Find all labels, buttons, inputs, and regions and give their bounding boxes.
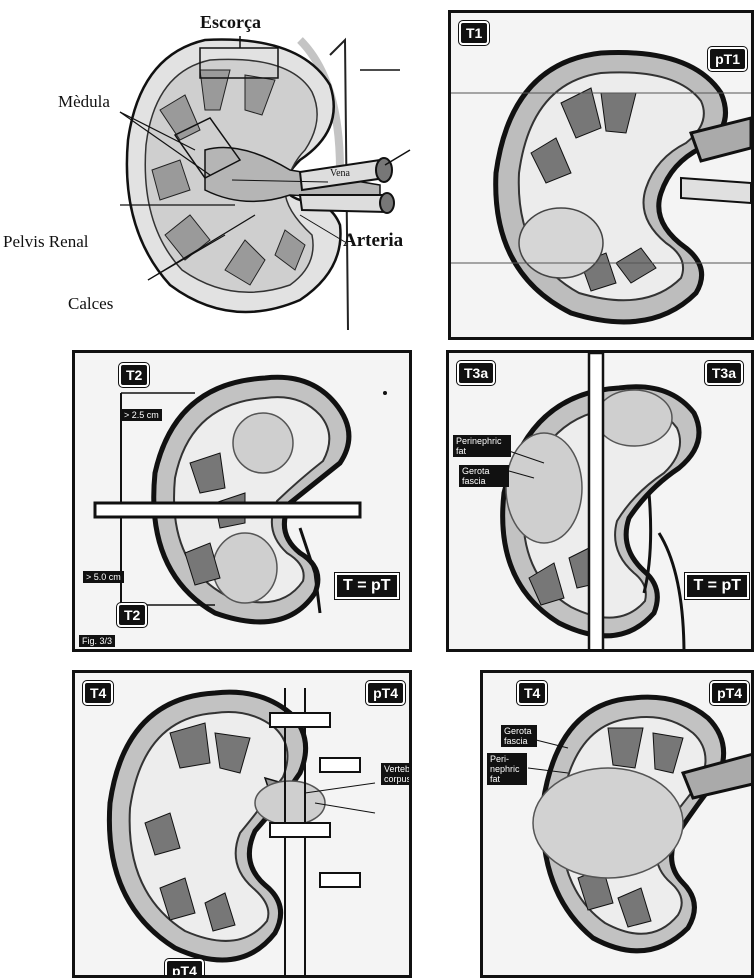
- label-medula: Mèdula: [58, 92, 110, 112]
- label-gerota-fascia: Gerota fascia: [459, 465, 509, 487]
- label-pelvis-renal: Pelvis Renal: [3, 232, 88, 252]
- label-size-upper: > 2.5 cm: [121, 409, 162, 421]
- tag-t1: T1: [459, 21, 489, 45]
- panel-t4-gerota: T4 pT4 Gerota fascia Peri- nephric fat: [480, 670, 754, 978]
- tag-t3a-right: T3a: [705, 361, 743, 385]
- label-vertebral-corpus: Vertebral corpus: [381, 763, 412, 785]
- tag-pt1: pT1: [708, 47, 747, 71]
- kidney-t4-gerota-drawing: [483, 673, 754, 978]
- panel-t3a: T3a T3a Perinephric fat Gerota fascia T …: [446, 350, 754, 652]
- kidney-t4-vertebral-drawing: [75, 673, 412, 978]
- label-figure: Fig. 3/3: [79, 635, 115, 647]
- label-size-lower: > 5.0 cm: [83, 571, 124, 583]
- kidney-t3a-drawing: [449, 353, 754, 652]
- panel-t2: T2 > 2.5 cm > 5.0 cm T = pT T2 Fig. 3/3: [72, 350, 412, 652]
- panel-t1: T1 pT1: [448, 10, 754, 340]
- kidney-anatomy-drawing: [0, 0, 430, 335]
- tag-pt4-bottom: pT4: [165, 959, 204, 978]
- tag-pt4-right: pT4: [710, 681, 749, 705]
- tag-pt4-right: pT4: [366, 681, 405, 705]
- tag-t4-left: T4: [83, 681, 113, 705]
- label-perinephric-fat: Perinephric fat: [453, 435, 511, 457]
- label-perinephric-fat: Peri- nephric fat: [487, 753, 527, 785]
- tag-t3a-equals-pt: T = pT: [685, 573, 749, 599]
- label-calces: Calces: [68, 294, 113, 314]
- label-gerota-fascia: Gerota fascia: [501, 725, 537, 747]
- label-arteria: Arteria: [343, 230, 403, 252]
- tag-t2-top: T2: [119, 363, 149, 387]
- anatomy-panel: Escorça Mèdula Pelvis Renal Calces Arter…: [0, 0, 430, 335]
- tag-t2-bottom: T2: [117, 603, 147, 627]
- tag-t4-left: T4: [517, 681, 547, 705]
- panel-t4-vertebral: T4 pT4 Vertebral corpus pT4: [72, 670, 412, 978]
- tag-t3a-left: T3a: [457, 361, 495, 385]
- label-vena: Vena: [330, 168, 350, 179]
- label-escorca: Escorça: [200, 12, 261, 33]
- tag-t-equals-pt: T = pT: [335, 573, 399, 599]
